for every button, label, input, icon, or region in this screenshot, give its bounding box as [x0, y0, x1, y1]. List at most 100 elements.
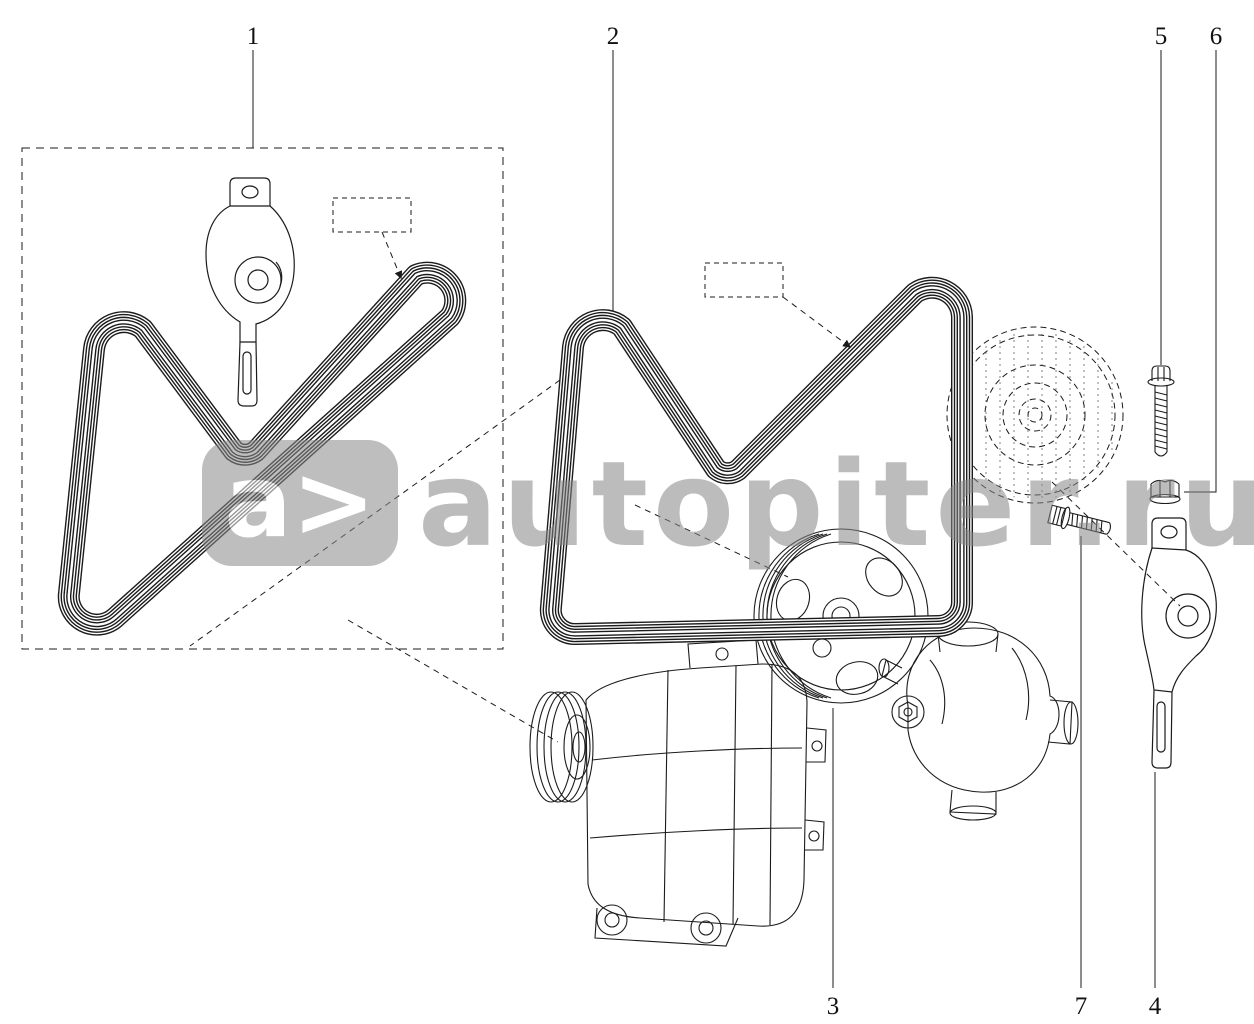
pump-fitting	[891, 695, 925, 729]
compressor-lug-hole	[811, 740, 823, 752]
pump-foot	[949, 789, 997, 815]
alignment-dash-line	[189, 379, 561, 647]
compressor-seam	[732, 665, 737, 925]
bolt-head	[1151, 365, 1171, 381]
compressor-foot	[690, 912, 722, 944]
bolt-tip	[1106, 522, 1111, 535]
flange-nut-6	[1149, 479, 1181, 505]
compressor-foot	[596, 904, 628, 936]
bracket-top-tab	[1151, 517, 1187, 550]
callout-numbers: 1 2 5 6 3 7 4	[247, 23, 1223, 1020]
bolt-shank	[1066, 512, 1110, 535]
pulley-groove	[758, 533, 820, 699]
bolt-flange	[1147, 377, 1175, 387]
label-arrow-1	[381, 231, 403, 280]
pump-side-port	[881, 659, 903, 685]
bracket-slot	[242, 351, 252, 395]
mounting-bracket-4	[1141, 517, 1217, 769]
compressor-pulley-rib	[529, 691, 573, 803]
bracket-boss-bore	[247, 269, 269, 291]
callout-5: 5	[1155, 23, 1168, 50]
ac-compressor	[529, 639, 827, 947]
callout-1: 1	[247, 23, 260, 50]
compressor-pulley-rib	[550, 691, 594, 803]
callout-2: 2	[607, 23, 620, 50]
leader-line-6	[1184, 50, 1217, 493]
bolt-head	[1047, 504, 1067, 527]
compressor-seam	[591, 747, 803, 761]
bracket-slot	[1156, 701, 1166, 753]
label-placeholder-box-1	[332, 197, 412, 233]
pulley-window	[835, 661, 879, 695]
callout-3: 3	[827, 993, 840, 1020]
pump-right-cylinder-cap	[1063, 701, 1079, 745]
callout-4: 4	[1149, 993, 1162, 1020]
compressor-clutch-center	[572, 731, 586, 763]
bolt-flange	[1060, 506, 1071, 530]
compressor-seam	[589, 827, 803, 839]
callout-leader-lines	[252, 50, 1217, 988]
nut-top	[1150, 479, 1180, 485]
bracket-lower-arm	[1151, 689, 1173, 769]
compressor-foot-hole	[698, 920, 714, 936]
bolt-head-facets	[1052, 506, 1062, 526]
flange-bolt-5	[1147, 365, 1175, 457]
compressor-pulley-rib	[543, 691, 587, 803]
compressor-lug-hole	[808, 830, 820, 842]
watermark-logo-glyph: a>	[224, 443, 375, 560]
reference-dashed-boxes	[21, 147, 784, 650]
watermark: a> autopiter.ru	[202, 435, 1254, 573]
pump-fitting-hex	[898, 701, 918, 723]
alignment-dash-line	[347, 619, 559, 743]
bracket-top-tab	[229, 177, 271, 206]
assembly-dashed-leaders	[189, 231, 1181, 743]
nut-body	[1150, 484, 1180, 498]
callout-7: 7	[1075, 993, 1088, 1020]
pump-foot-base	[949, 805, 997, 821]
compressor-seam	[663, 669, 669, 923]
compressor-top-tab	[687, 639, 759, 669]
nut-flange	[1149, 493, 1181, 505]
bolt-tip	[1154, 451, 1168, 457]
pump-fitting-bore	[903, 707, 913, 717]
watermark-text: autopiter.ru	[418, 435, 1254, 573]
compressor-lug	[806, 727, 827, 763]
bracket-tab-hole	[241, 185, 259, 199]
pump-casting-line	[1011, 647, 1030, 721]
compressor-pulley-rib	[536, 691, 580, 803]
bracket-body	[1141, 547, 1217, 693]
watermark-logo-badge	[202, 440, 398, 566]
pulley-groove	[762, 533, 824, 699]
bolt-7	[1047, 504, 1111, 535]
pump-side-port-cap	[878, 658, 890, 678]
bracket-lower-arm	[237, 341, 258, 407]
bracket-boss-bore	[1177, 605, 1199, 627]
bracket-boss-shade	[275, 261, 283, 287]
power-steering-pump	[878, 621, 1079, 821]
bolt-head-facets	[1157, 367, 1165, 381]
bolt-threads	[1071, 513, 1103, 533]
pulley-window	[865, 557, 903, 597]
compressor-clutch-hub	[563, 714, 591, 780]
bolt-threads	[1154, 391, 1168, 450]
pulley-small-hole	[812, 638, 832, 658]
bracket-boss	[1165, 593, 1211, 639]
compressor-body	[585, 663, 808, 927]
label-arrow-2	[782, 296, 851, 348]
tensioner-bracket	[205, 177, 295, 407]
item-1-group-box	[21, 147, 504, 650]
compressor-seam	[769, 663, 773, 926]
pulley-groove	[770, 533, 832, 699]
bracket-boss	[234, 256, 282, 304]
compressor-top-tab-hole	[715, 647, 729, 661]
pump-right-cylinder	[1047, 699, 1073, 745]
compressor-base	[594, 907, 739, 947]
compressor-foot-hole	[604, 912, 620, 928]
pump-body	[906, 627, 1060, 793]
pump-casting-line	[929, 659, 946, 725]
label-placeholder-box-2	[704, 262, 784, 298]
alignment-dash-line	[1051, 481, 1181, 607]
compressor-lug	[804, 819, 825, 851]
